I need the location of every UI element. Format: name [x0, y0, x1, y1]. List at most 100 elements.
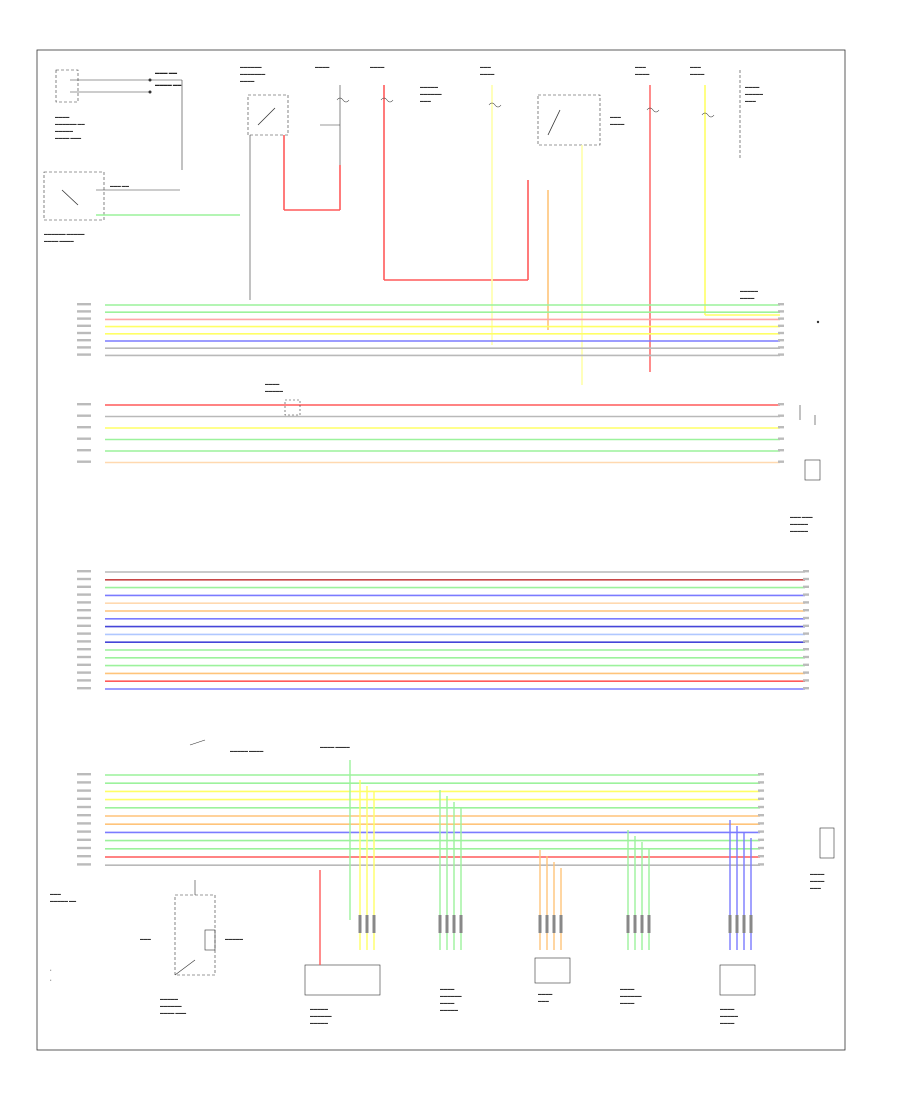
top-pin-label-r-4 — [778, 324, 784, 327]
svg-text:▬▬▬: ▬▬▬ — [538, 999, 549, 1003]
lower-pin-label-r-14 — [803, 671, 809, 674]
svg-text:▬▬▬▬▬ ▬▬: ▬▬▬▬▬ ▬▬ — [50, 899, 77, 903]
lower-pin-label-r-3 — [803, 585, 809, 588]
lower-pin-label-r-11 — [803, 648, 809, 651]
svg-text:▬▬▬: ▬▬▬ — [140, 937, 151, 941]
svg-text:▬▬▬▬ ▬▬▬▬: ▬▬▬▬ ▬▬▬▬ — [320, 745, 350, 749]
top-pin-label-l-7 — [77, 346, 91, 349]
svg-text:▬▬▬▬: ▬▬▬▬ — [370, 65, 385, 69]
lower-pin-label-l-1 — [77, 570, 91, 573]
svg-text:▬▬▬▬: ▬▬▬▬ — [55, 115, 70, 119]
drop-4-pin-3 — [640, 915, 644, 933]
comp-left-switch: ▬▬▬ ▬▬ ▬▬▬▬▬▬ ▬▬▬▬▬ ▬▬▬▬ ▬▬▬▬ — [43, 171, 240, 243]
svg-text:▬▬▬▬: ▬▬▬▬ — [810, 879, 825, 883]
bottom-pin-label-l-11 — [77, 855, 91, 858]
svg-text:▬▬▬▬▬▬: ▬▬▬▬▬▬ — [240, 65, 262, 69]
top-pin-label-l-1 — [77, 303, 91, 306]
svg-text:▬▬▬▬▬▬▬: ▬▬▬▬▬▬▬ — [240, 72, 266, 76]
svg-text:▬▬▬ ▬▬▬: ▬▬▬ ▬▬▬ — [790, 515, 813, 519]
svg-text:▬▬▬▬▬ ▬▬▬▬: ▬▬▬▬▬ ▬▬▬▬ — [230, 749, 264, 753]
svg-text:▬▬▬ ▬▬: ▬▬▬ ▬▬ — [155, 70, 178, 75]
bus-group-middle — [77, 403, 784, 464]
legend: * * — [50, 969, 52, 983]
lower-pin-label-r-6 — [803, 609, 809, 612]
svg-text:▬▬▬▬: ▬▬▬▬ — [315, 65, 330, 69]
bottom-pin-label-r-9 — [758, 838, 764, 841]
svg-text:▬▬▬▬ ▬▬▬▬: ▬▬▬▬ ▬▬▬▬ — [44, 239, 74, 243]
lower-pin-label-l-15 — [77, 679, 91, 682]
svg-text:▬▬▬▬▬: ▬▬▬▬▬ — [740, 289, 758, 293]
lower-pin-label-l-12 — [77, 655, 91, 659]
comp-top-left: ▬▬▬ ▬▬ ▬▬▬▬ ▬▬ ▬▬▬▬ ▬▬▬▬▬▬ ▬▬ ▬▬▬▬▬ ▬▬▬▬… — [55, 69, 183, 170]
connector-pins — [358, 780, 753, 950]
bottom-pin-label-r-11 — [758, 855, 764, 858]
svg-text:▬▬▬▬: ▬▬▬▬ — [740, 296, 755, 300]
comp-input-sensor: ▬▬▬▬▬ ▬▬▬▬▬▬ ▬▬▬▬▬ — [304, 870, 381, 1025]
svg-text:▬▬▬▬▬: ▬▬▬▬▬ — [160, 997, 178, 1001]
svg-text:▬▬▬: ▬▬▬ — [690, 65, 701, 69]
bottom-pin-label-l-1 — [77, 773, 91, 776]
svg-text:▬▬▬▬: ▬▬▬▬ — [690, 72, 705, 76]
comp-control-switch: ▬▬▬▬▬ ▬▬▬▬ ▬▬▬▬ ▬▬▬▬ — [189, 739, 351, 920]
svg-text:▬▬▬▬▬: ▬▬▬▬▬ — [790, 522, 808, 526]
svg-text:▬▬▬▬ ▬▬▬: ▬▬▬▬ ▬▬▬ — [160, 1011, 187, 1015]
mid-pin-label-r-4 — [778, 437, 784, 440]
svg-text:▬▬▬▬▬: ▬▬▬▬▬ — [55, 129, 73, 133]
comp-relay: ▬▬▬ ▬▬▬▬ — [527, 94, 625, 385]
bottom-pin-label-l-5 — [77, 805, 91, 809]
mid-pin-label-l-1 — [77, 403, 91, 406]
drop-5-pin-3 — [742, 915, 746, 933]
svg-text:▬▬▬: ▬▬▬ — [480, 65, 491, 69]
lower-pin-label-r-8 — [803, 624, 809, 627]
legend-marker-2: * — [50, 979, 52, 983]
svg-text:▬▬▬▬: ▬▬▬▬ — [610, 122, 625, 126]
svg-text:▬▬▬▬: ▬▬▬▬ — [720, 1007, 735, 1011]
svg-text:▬▬▬▬▬▬: ▬▬▬▬▬▬ — [620, 994, 642, 998]
svg-text:▬▬▬▬: ▬▬▬▬ — [620, 1001, 635, 1005]
comp-fuse-e: ▬▬▬ ▬▬▬▬ ▬▬▬▬ ▬▬▬▬▬ ▬▬▬ — [690, 65, 780, 316]
mid-pin-label-r-1 — [778, 403, 784, 406]
lower-pin-label-r-5 — [803, 601, 809, 604]
drop-2-pin-4 — [459, 915, 463, 933]
bus-group-top — [77, 303, 784, 357]
lower-pin-label-l-3 — [77, 585, 91, 588]
comp-pcm: ▬▬▬ ▬▬▬▬▬ ▬▬▬▬▬ ▬▬▬▬▬▬ ▬▬▬▬ ▬▬▬ ▬▬▬ ▬▬▬▬… — [50, 880, 243, 1015]
drop-1-pin-1 — [358, 915, 362, 933]
lower-pin-label-l-9 — [77, 632, 91, 635]
comp-fuse-a: ▬▬▬▬ — [315, 65, 350, 165]
svg-text:▬▬▬▬▬▬: ▬▬▬▬▬▬ — [440, 994, 462, 998]
drop-4-pin-4 — [647, 915, 651, 933]
bottom-pin-label-l-4 — [77, 797, 91, 800]
top-pin-label-r-3 — [778, 317, 784, 320]
svg-text:▬▬▬: ▬▬▬ — [745, 99, 756, 103]
bottom-pin-label-r-2 — [758, 781, 764, 784]
drop-4-pin-1 — [626, 915, 630, 933]
lower-pin-label-r-7 — [803, 616, 809, 620]
svg-text:▬▬▬▬▬▬: ▬▬▬▬▬▬ — [310, 1014, 332, 1018]
svg-text:▬▬▬▬▬: ▬▬▬▬▬ — [225, 937, 243, 941]
svg-text:▬▬▬▬▬▬: ▬▬▬▬▬▬ — [420, 92, 442, 96]
lower-pin-label-l-7 — [77, 616, 91, 620]
svg-text:▬▬▬▬▬▬ ▬▬: ▬▬▬▬▬▬ ▬▬ — [55, 122, 85, 126]
svg-text:▬▬▬▬▬▬: ▬▬▬▬▬▬ — [160, 1004, 182, 1008]
top-pin-label-l-6 — [77, 339, 91, 342]
bottom-pin-label-r-8 — [758, 830, 764, 833]
top-pin-label-l-2 — [77, 310, 91, 313]
svg-text:▬▬▬▬▬: ▬▬▬▬▬ — [720, 1014, 738, 1018]
bottom-pin-label-r-4 — [758, 797, 764, 800]
bottom-pin-label-l-8 — [77, 830, 91, 833]
mid-pin-label-r-6 — [778, 460, 784, 463]
lower-pin-label-l-2 — [77, 577, 91, 581]
comp-fuse-c: ▬▬▬ ▬▬▬▬ — [480, 65, 502, 345]
svg-text:▬▬▬▬: ▬▬▬▬ — [538, 992, 553, 996]
lower-pin-label-l-8 — [77, 624, 91, 627]
top-pin-label-l-5 — [77, 331, 91, 335]
svg-text:▬▬▬▬: ▬▬▬▬ — [265, 382, 280, 386]
bottom-pin-label-l-3 — [77, 789, 91, 792]
lower-pin-label-r-4 — [803, 593, 809, 596]
bottom-pin-label-r-6 — [758, 814, 764, 817]
comp-fuse-b: ▬▬▬▬ ▬▬▬▬▬ ▬▬▬▬▬▬ ▬▬▬ — [370, 65, 528, 281]
svg-text:▬▬▬▬: ▬▬▬▬ — [810, 872, 825, 876]
bottom-pin-label-r-7 — [758, 822, 764, 825]
svg-text:▬▬▬▬: ▬▬▬▬ — [620, 987, 635, 991]
